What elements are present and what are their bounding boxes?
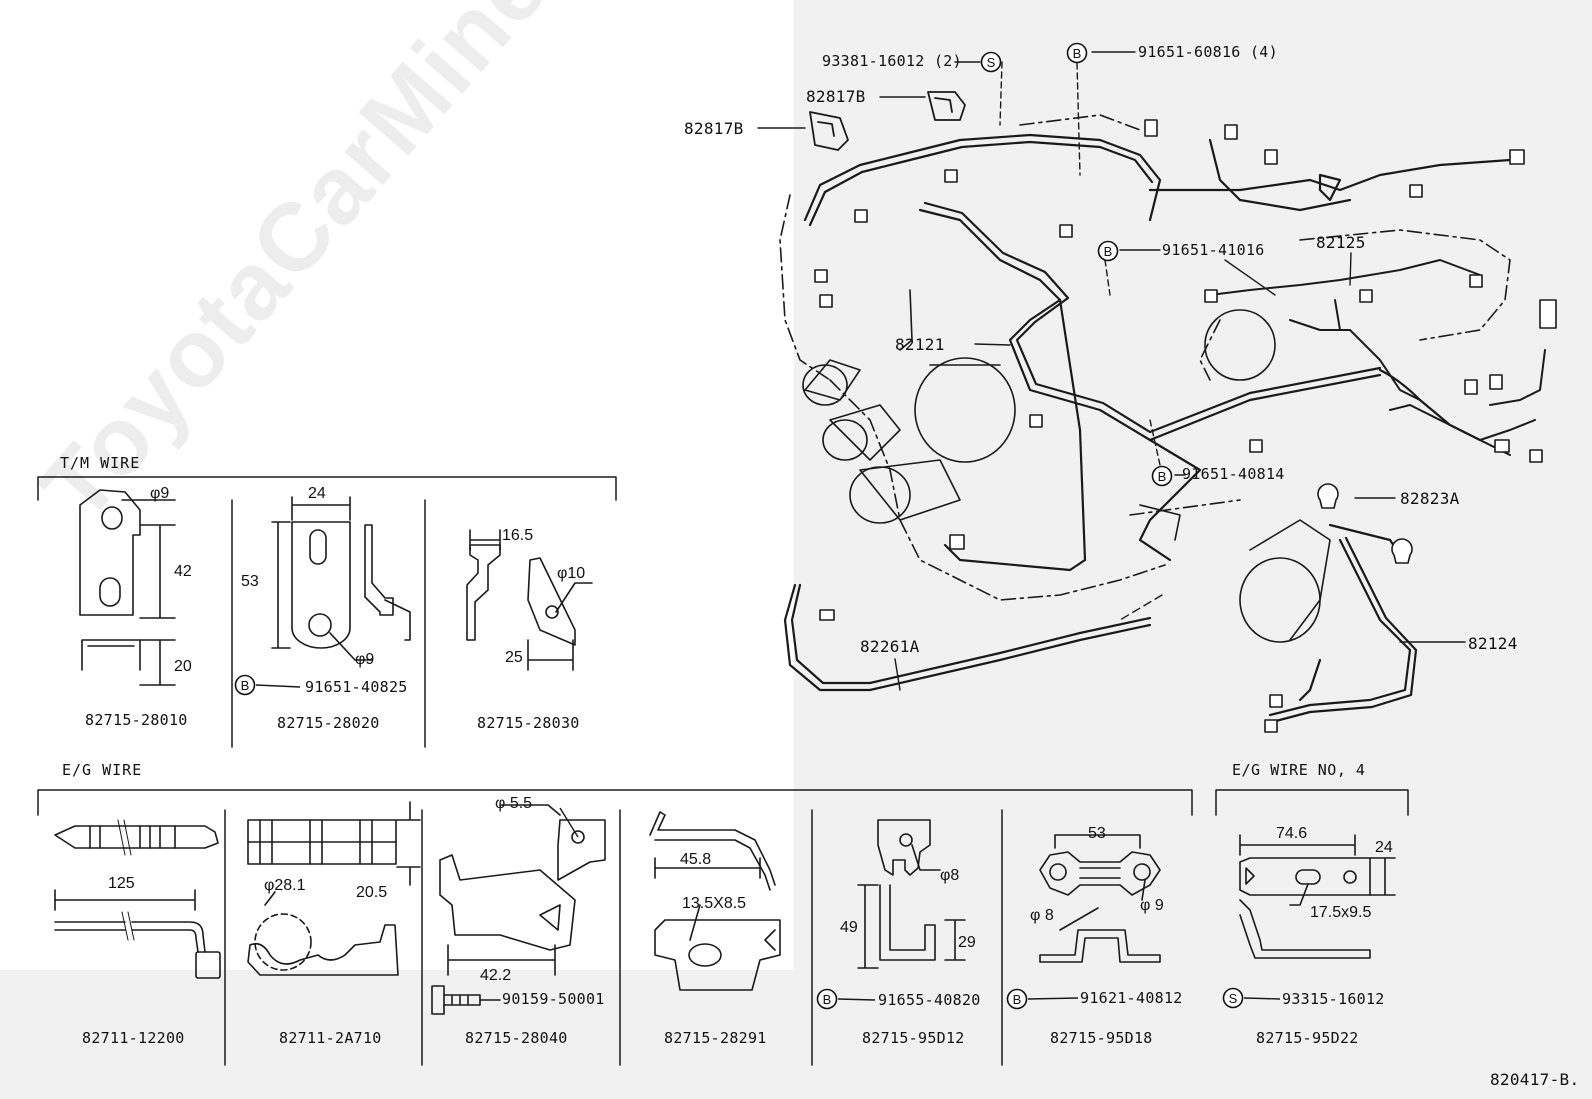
dim-45-8: 45.8: [680, 851, 712, 868]
label-82125: 82125: [1316, 233, 1366, 252]
label-93381-16012: 93381-16012 (2): [822, 52, 962, 70]
dim-phi10: φ10: [557, 565, 586, 582]
dim-24: 24: [308, 485, 326, 502]
section-brackets: [37, 476, 1409, 1066]
label-82817b-lower: 82817B: [684, 119, 744, 138]
b-symbol-text: B: [241, 678, 250, 693]
part-number-82711-12200: 82711-12200: [82, 1029, 185, 1047]
dim-phi9-a: φ9: [150, 485, 170, 502]
part-drawing-2a710: [247, 801, 421, 976]
background-bottom: [0, 970, 1592, 1099]
dim-17-5x9-5: 17.5x9.5: [1310, 904, 1372, 921]
dim-42-2: 42.2: [480, 967, 512, 984]
label-91655-40820: 91655-40820: [878, 991, 981, 1009]
b-symbol-text: B: [1073, 46, 1082, 61]
s-symbol-icon: S: [1222, 987, 1244, 1009]
b-symbol-icon: B: [1097, 240, 1119, 262]
dim-phi9-c: φ 9: [1140, 897, 1164, 914]
part-drawing-12200: [54, 819, 221, 979]
b-symbol-text: B: [1013, 992, 1022, 1007]
part-number-82715-28010: 82715-28010: [85, 711, 188, 729]
part-drawing-95d18: [1039, 834, 1161, 963]
dim-125: 125: [108, 875, 135, 892]
dim-phi5-5: φ 5.5: [495, 795, 533, 812]
dim-24b: 24: [1375, 839, 1393, 856]
dim-phi8-a: φ8: [940, 867, 960, 884]
label-91621-40812: 91621-40812: [1080, 989, 1183, 1007]
part-number-82715-95d22: 82715-95D22: [1256, 1029, 1359, 1047]
part-drawing-28040: [431, 804, 606, 1015]
harness-82261a: [783, 583, 1152, 692]
background-right: [794, 0, 1592, 970]
label-93315-16012: 93315-16012: [1282, 990, 1385, 1008]
label-91651-41016: 91651-41016: [1162, 241, 1265, 259]
label-90159-50001: 90159-50001: [502, 990, 605, 1008]
part-drawing-95d22: [1239, 834, 1396, 959]
engine-body: [802, 289, 1331, 643]
connectors: [814, 119, 1557, 733]
b-symbol-text: B: [823, 992, 832, 1007]
b-symbol-text: B: [1104, 244, 1113, 259]
label-82121: 82121: [895, 335, 945, 354]
part-number-82715-28020: 82715-28020: [277, 714, 380, 732]
dim-25: 25: [505, 649, 523, 666]
label-91651-40814: 91651-40814: [1182, 465, 1285, 483]
section-title-eg-wire: E/G WIRE: [62, 761, 143, 779]
part-drawing-28020: [271, 496, 411, 661]
b-symbol-icon: B: [1151, 465, 1173, 487]
b-symbol-icon: B: [234, 674, 256, 696]
dim-20-5: 20.5: [356, 884, 388, 901]
section-title-tm-wire: T/M WIRE: [60, 454, 141, 472]
label-82817b-upper: 82817B: [806, 87, 866, 106]
part-number-82715-95d18: 82715-95D18: [1050, 1029, 1153, 1047]
dim-53b: 53: [1088, 825, 1106, 842]
s-symbol-text: S: [987, 55, 996, 70]
section-title-eg-wire-no4: E/G WIRE NO, 4: [1232, 761, 1366, 779]
dim-phi28-1: φ28.1: [264, 877, 306, 894]
part-drawing-28030: [466, 529, 593, 671]
dim-49: 49: [840, 919, 858, 936]
engine-outline: [779, 114, 1511, 601]
label-91651-60816: 91651-60816 (4): [1138, 43, 1278, 61]
part-number-82715-95d12: 82715-95D12: [862, 1029, 965, 1047]
harness-82121: [803, 133, 1512, 572]
dim-16-5: 16.5: [502, 527, 534, 544]
label-91651-40825: 91651-40825: [305, 678, 408, 696]
diagram-code: 820417-B.: [1490, 1070, 1580, 1089]
clamp-82817b-parts: [809, 91, 966, 151]
b-symbol-text: B: [1158, 469, 1167, 484]
label-82124: 82124: [1468, 634, 1518, 653]
dim-74-6: 74.6: [1276, 825, 1308, 842]
b-symbol-icon: B: [1006, 988, 1028, 1010]
part-number-82715-28291: 82715-28291: [664, 1029, 767, 1047]
part-drawing-28010: [79, 489, 176, 686]
label-82261a: 82261A: [860, 637, 920, 656]
b-symbol-icon: B: [1066, 42, 1088, 64]
dim-phi8-b: φ 8: [1030, 907, 1054, 924]
leader-lines: [757, 51, 1466, 691]
part-number-82715-28030: 82715-28030: [477, 714, 580, 732]
part-number-82711-2a710: 82711-2A710: [279, 1029, 382, 1047]
dim-42: 42: [174, 563, 192, 580]
dim-20: 20: [174, 658, 192, 675]
part-drawing-95d12: [857, 819, 966, 969]
part-number-82715-28040: 82715-28040: [465, 1029, 568, 1047]
b-symbol-icon: B: [816, 988, 838, 1010]
dim-phi9-b: φ9: [355, 651, 375, 668]
s-symbol-icon: S: [980, 51, 1002, 73]
dim-13-5x8-5: 13.5X8.5: [682, 895, 747, 912]
label-82823a: 82823A: [1400, 489, 1460, 508]
s-symbol-text: S: [1229, 991, 1238, 1006]
dim-29: 29: [958, 934, 976, 951]
part-drawing-28291: [649, 811, 781, 991]
harness-82125: [1209, 259, 1546, 456]
dim-53: 53: [241, 573, 259, 590]
background-left: [0, 0, 794, 970]
